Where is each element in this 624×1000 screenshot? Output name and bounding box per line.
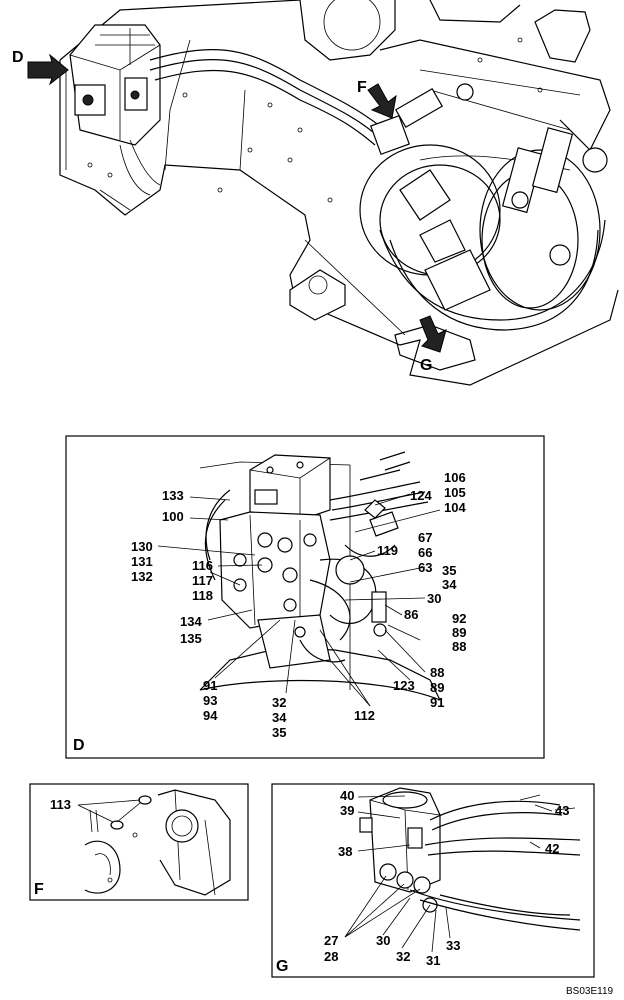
detail-d-valve-block [219, 454, 331, 669]
callout-g-38: 38 [338, 844, 352, 859]
callout-d-105: 105 [444, 485, 466, 500]
callout-d-100: 100 [162, 509, 184, 524]
callout-d-112: 112 [354, 708, 375, 723]
callout-d-92: 92 [452, 611, 466, 626]
detail-d: D [65, 435, 545, 759]
callout-d-117: 117 [192, 573, 213, 588]
view-g-arrow [419, 315, 447, 353]
callout-g-39: 39 [340, 803, 354, 818]
callout-d-89a: 89 [452, 625, 466, 640]
callout-d-35: 35 [272, 725, 286, 740]
callout-f-113: 113 [50, 797, 71, 812]
callout-d-34: 34 [272, 710, 287, 725]
callout-d-124: 124 [410, 488, 432, 503]
control-valve-block [69, 24, 161, 146]
view-f-label: F [357, 79, 367, 96]
callout-d-118: 118 [192, 588, 213, 603]
view-d-label: D [12, 49, 24, 66]
callout-d-119: 119 [377, 543, 398, 558]
callout-d-135: 135 [180, 631, 202, 646]
callout-g-40: 40 [340, 788, 354, 803]
detail-f: F 113 [29, 783, 249, 901]
callout-d-66: 66 [418, 545, 432, 560]
callout-d-106: 106 [444, 470, 466, 485]
detail-g: G [271, 783, 595, 978]
callout-d-88a: 88 [452, 639, 466, 654]
callout-d-30: 30 [427, 591, 441, 606]
detail-d-frame [65, 435, 545, 759]
callout-d-34b: 34 [442, 577, 457, 592]
callout-d-67: 67 [418, 530, 432, 545]
callout-g-33: 33 [446, 938, 460, 953]
callout-d-133: 133 [162, 488, 184, 503]
detail-d-hoses [204, 451, 429, 663]
callout-d-116: 116 [192, 558, 213, 573]
callout-d-86: 86 [404, 607, 418, 622]
callout-g-43: 43 [555, 803, 569, 818]
callout-d-93: 93 [203, 693, 217, 708]
callout-d-131: 131 [131, 554, 153, 569]
callout-d-94: 94 [203, 708, 218, 723]
view-g-label: G [420, 357, 432, 374]
callout-d-91: 91 [203, 678, 217, 693]
callout-d-104: 104 [444, 500, 466, 515]
detail-f-frame [29, 783, 249, 901]
callout-d-123: 123 [393, 678, 415, 693]
callout-d-63: 63 [418, 560, 432, 575]
drawing-code: BS03E119 [566, 986, 614, 997]
callout-d-88b: 88 [430, 665, 444, 680]
callout-d-130: 130 [131, 539, 153, 554]
callout-g-31: 31 [426, 953, 440, 968]
callout-g-32: 32 [396, 949, 410, 964]
callout-d-132: 132 [131, 569, 153, 584]
detail-d-leaders [157, 493, 441, 707]
callout-d-91b: 91 [430, 695, 444, 710]
detail-d-label: D [73, 737, 85, 754]
callout-d-134: 134 [180, 614, 202, 629]
callout-d-32: 32 [272, 695, 286, 710]
detail-f-label: F [34, 881, 44, 898]
callout-d-89b: 89 [430, 680, 444, 695]
callout-g-30: 30 [376, 933, 390, 948]
overview-drawing: D F G [12, 0, 619, 386]
view-f-arrow [367, 83, 397, 119]
callout-d-35b: 35 [442, 563, 456, 578]
detail-g-leaders [344, 795, 553, 953]
detail-g-frame [271, 783, 595, 978]
callout-g-42: 42 [545, 841, 559, 856]
callout-g-28: 28 [324, 949, 338, 964]
view-d-arrow [27, 53, 69, 86]
callout-g-27: 27 [324, 933, 338, 948]
detail-g-label: G [276, 958, 288, 975]
